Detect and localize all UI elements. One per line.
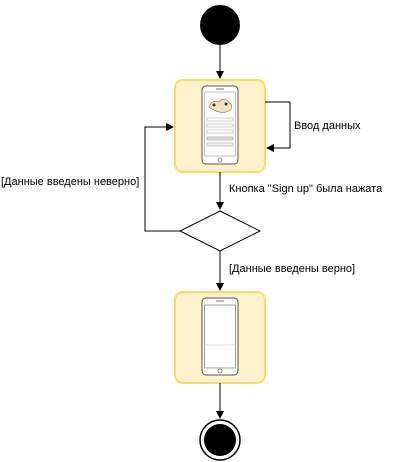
edge-self-loop — [265, 101, 291, 152]
label-invalid-data: [Данные введены неверно] — [1, 176, 140, 188]
label-valid-data: [Данные введены верно] — [229, 263, 356, 275]
label-signup-pressed: Кнопка "Sign up" была нажата — [229, 183, 383, 195]
phone-signup-screen-icon — [201, 85, 239, 165]
phone-blank-screen-icon — [201, 297, 239, 376]
decision-node — [178, 210, 262, 252]
final-node-core — [204, 424, 236, 456]
label-self-loop: Ввод данных — [294, 120, 361, 132]
initial-node — [200, 5, 240, 45]
edge-invalid-back — [144, 123, 180, 232]
